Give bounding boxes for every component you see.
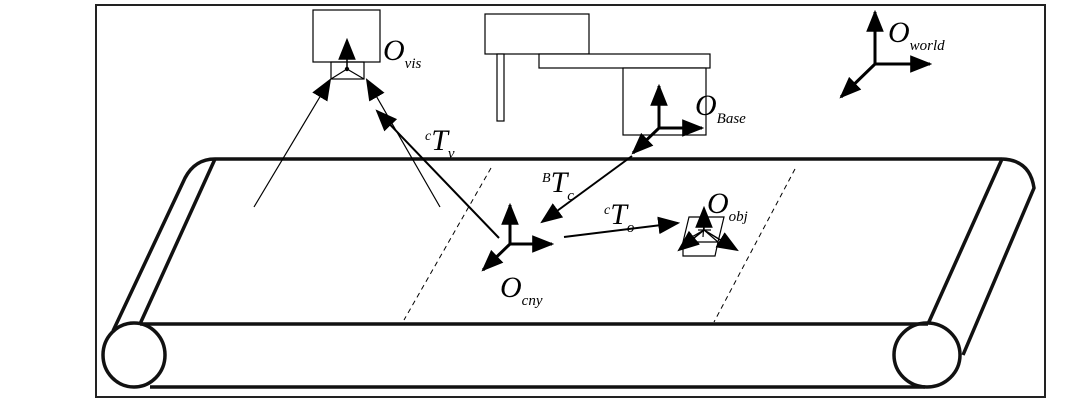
conveyor-belt xyxy=(101,157,1036,389)
label-transform-base-to-conveyor: BTc xyxy=(542,166,574,204)
robot-arm xyxy=(484,13,711,136)
zone-divider-right xyxy=(713,168,796,323)
transform-arrow-conveyor-to-vision xyxy=(375,109,500,239)
zone-divider-left xyxy=(403,167,492,321)
fov-line-left xyxy=(253,78,332,208)
object-frame-axes xyxy=(677,205,739,252)
transform-arrow-base-to-conveyor xyxy=(540,155,633,224)
world-frame-axes xyxy=(839,9,933,99)
transform-arrow-conveyor-to-object xyxy=(563,216,681,238)
label-transform-conveyor-to-vision: cTv xyxy=(425,124,455,162)
label-object-frame: Oobj xyxy=(707,187,748,225)
label-vision-frame: Ovis xyxy=(383,34,421,72)
label-transform-conveyor-to-object: cTo xyxy=(604,198,635,236)
label-world-frame: Oworld xyxy=(888,16,945,54)
figure-border xyxy=(95,4,1046,398)
label-conveyor-frame: Ocny xyxy=(500,271,543,309)
conveyor-frame-axes xyxy=(481,202,555,272)
fov-line-right xyxy=(365,78,441,208)
label-base-frame: OBase xyxy=(695,89,746,127)
base-frame-axes xyxy=(631,83,705,155)
